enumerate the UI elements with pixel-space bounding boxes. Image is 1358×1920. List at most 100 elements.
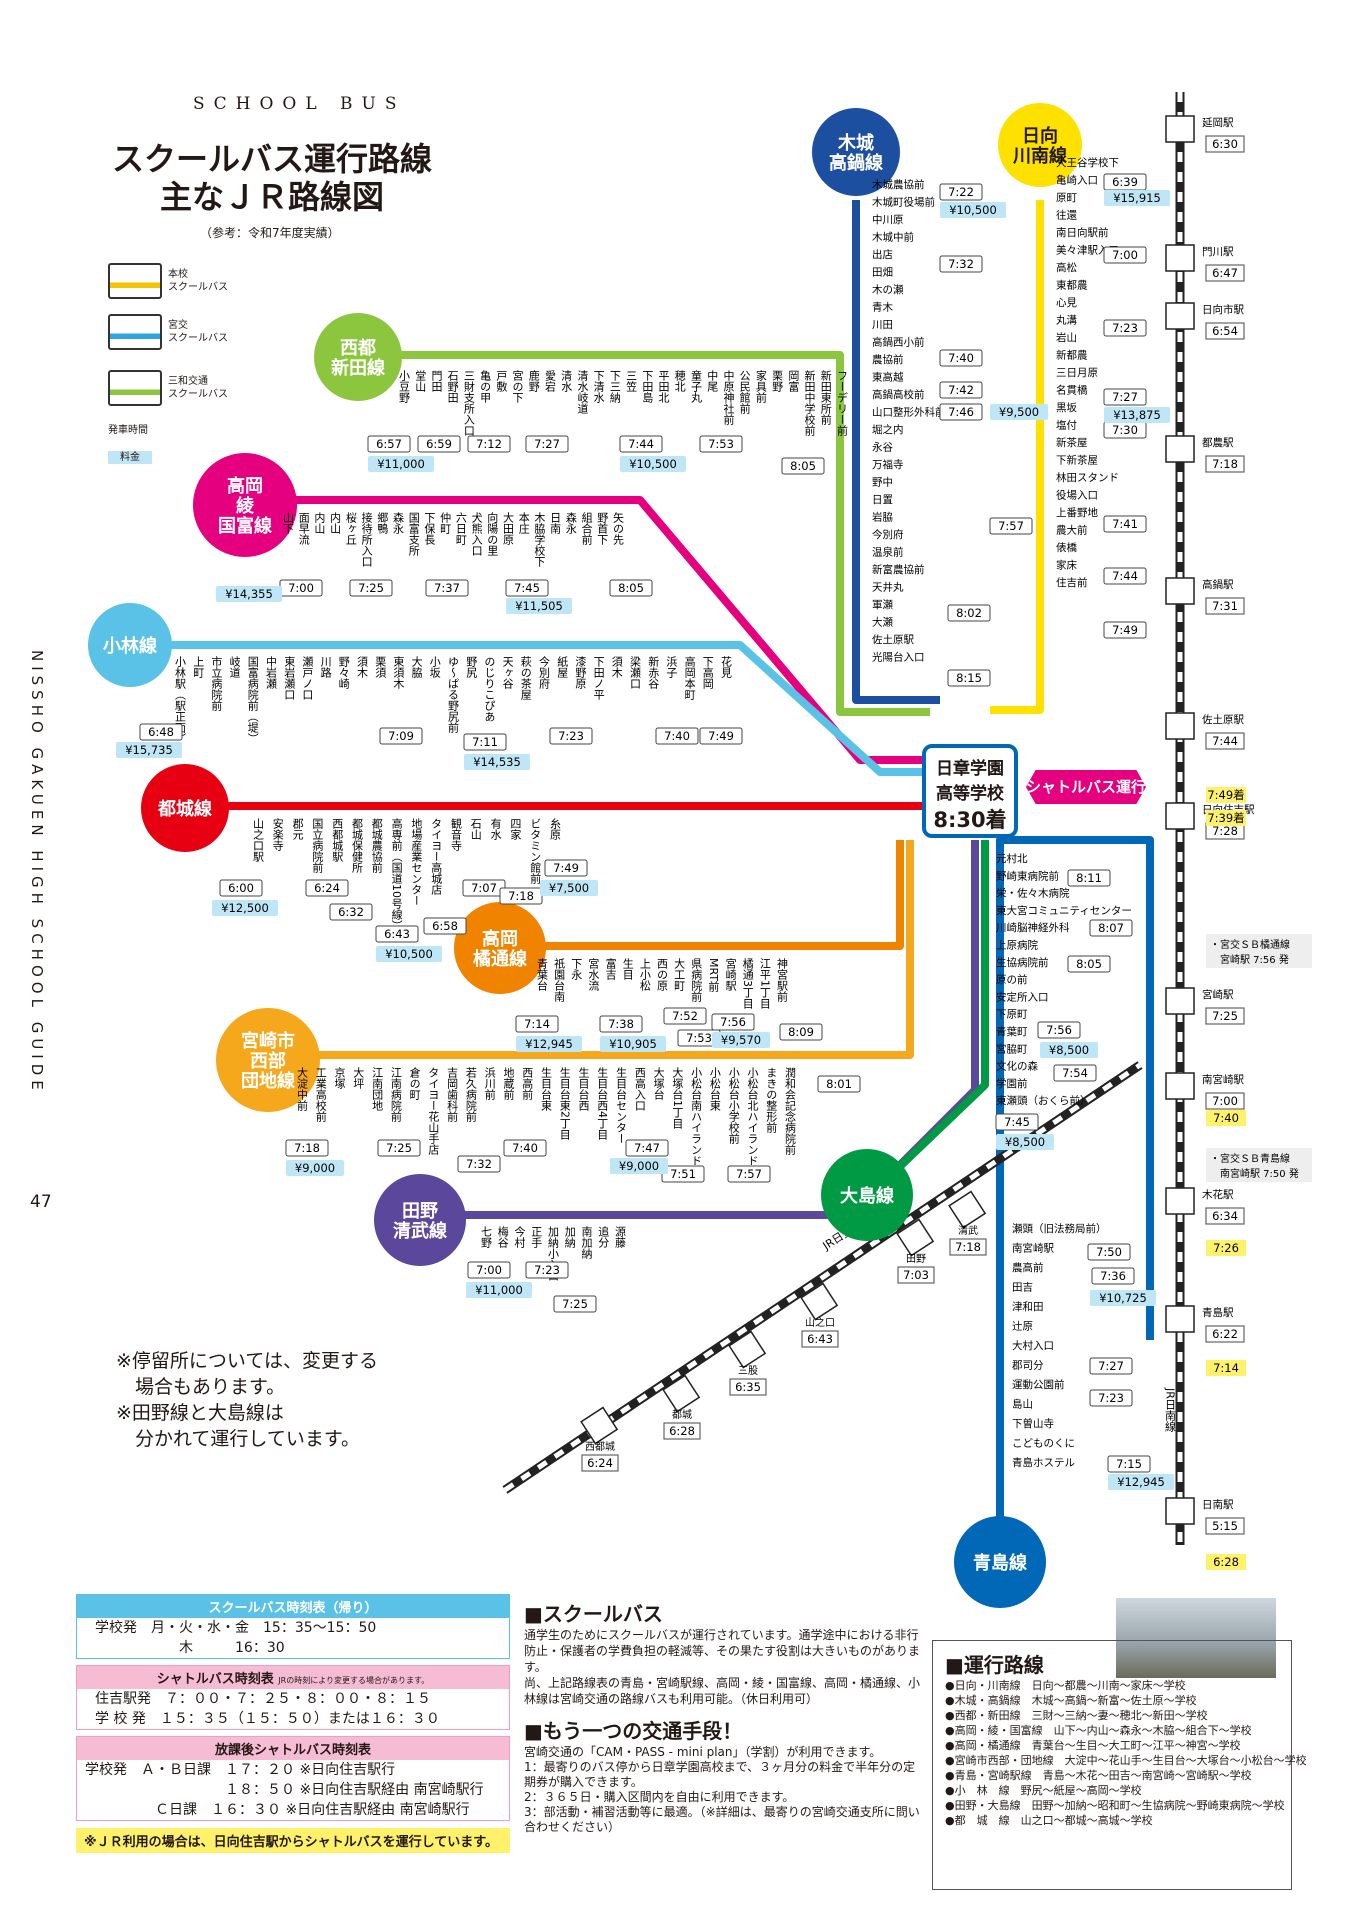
time-tag: 7:09	[379, 727, 423, 745]
time-tag: 7:18	[499, 887, 543, 905]
remark-2: ※田野線と大島線は 分かれて運行しています。	[116, 1402, 360, 1450]
fare-tag: ¥13,875	[1104, 407, 1170, 423]
stop-kobayashi: 紙屋	[556, 655, 569, 679]
jr-station-name: 日向市駅	[1202, 303, 1244, 316]
stop-seito: 清水岐道	[576, 370, 589, 414]
time-tag: 7:37	[425, 579, 469, 597]
jr-station: 田野7:03	[896, 1218, 935, 1284]
stop-seito: 鹿野	[527, 369, 540, 392]
time-tag-text: 7:30	[1112, 423, 1138, 437]
stop-takahashi: 県病院前	[690, 958, 703, 1003]
legend-departure: 発車時間	[108, 425, 148, 436]
stop-danchi: タイヨー花山手店	[427, 1067, 440, 1155]
stop-takaoka: 内山	[329, 511, 342, 534]
stop-seito: 栗野	[771, 370, 784, 392]
jr-time: 6:47	[1212, 266, 1238, 280]
stop-kijo: 木城農協前	[872, 178, 925, 191]
shuttle-time-text: 7:40	[1213, 1111, 1239, 1125]
stop-hyuga: 亀崎入口	[1056, 174, 1098, 187]
list-item: 3：部活動・補習活動等に最適。（※詳細は、最寄りの宮崎交通支所に問い合わせくださ…	[524, 1805, 920, 1834]
stop-kijo: 東高越	[872, 371, 904, 384]
time-tag-text: 6:32	[338, 905, 364, 919]
stop-seito: 下三納	[608, 370, 621, 404]
stop-takahashi: 上小松	[638, 958, 651, 991]
time-tag-text: 7:40	[948, 351, 974, 365]
fare-tag-text: ¥14,355	[225, 587, 273, 601]
stop-seito: 新田中学校前	[803, 369, 816, 437]
stop-kijo: 農協前	[872, 353, 904, 366]
page-number: 47	[30, 1192, 52, 1212]
timetable-row: 住吉駅発 ７：００・７：２５・８：００・８：１５	[95, 1691, 431, 1707]
title-line-1: スクールバス運行路線	[112, 140, 433, 178]
route-list-item: ●木城・高鍋線 木城～高鍋～新富～佐土原～学校	[945, 1694, 1197, 1707]
stop-danchi: 西高前	[521, 1067, 534, 1101]
section-heading: SCHOOL BUS	[193, 94, 406, 114]
stop-kijo: 出店	[872, 248, 893, 261]
stop-kobayashi: 下田ノ平	[592, 656, 605, 701]
stop-seito: 新田東所前	[819, 369, 832, 426]
stop-kobayashi: 上町	[192, 656, 205, 678]
stop-hyuga: 往還	[1056, 209, 1078, 222]
route-badge-label: 青島線	[973, 1552, 1027, 1574]
stop-takaoka: 郷鴨	[376, 511, 389, 535]
stop-danchi: 地蔵前	[502, 1067, 515, 1101]
route-line-danchi	[265, 840, 914, 1059]
other-title: ■もう一つの交通手段！	[524, 1719, 743, 1743]
stop-oshima: 文化の森	[996, 1060, 1038, 1073]
route-badge-label: 大島線	[840, 1185, 894, 1207]
stop-takahashi: 宮崎駅	[724, 957, 737, 992]
jr-time: 6:54	[1212, 324, 1238, 338]
stop-kobayashi: 市立病院前	[210, 655, 223, 712]
fare-tag: ¥15,915	[1104, 190, 1170, 206]
time-tag-text: 7:25	[562, 1297, 588, 1311]
time-tag: 7:32	[939, 255, 983, 273]
stop-kijo: 軍瀬	[872, 598, 893, 611]
fare-tag: ¥8,500	[996, 1134, 1054, 1150]
stop-danchi: 浜川前	[483, 1067, 496, 1101]
stop-takaoka: 仲町	[439, 511, 452, 534]
fare-tag: ¥9,000	[286, 1160, 344, 1176]
bus-icon	[108, 314, 162, 350]
stop-hyuga: 役場入口	[1056, 489, 1098, 502]
time-tag-text: 7:53	[686, 1031, 712, 1045]
time-tag: 7:46	[939, 403, 983, 421]
time-tag-text: 8:09	[788, 1025, 814, 1039]
stop-kobayashi: 岐道	[228, 656, 241, 678]
fare-tag: ¥10,500	[620, 456, 686, 472]
stop-kobayashi: 川路	[319, 656, 332, 679]
fare-tag: ¥12,945	[1108, 1474, 1174, 1490]
route-badge-oshima: 大島線	[821, 1149, 913, 1241]
shuttle-timetable-note: JRの時刻により変更する場合があります。	[278, 1676, 430, 1685]
fare-tag: ¥15,735	[116, 742, 182, 758]
jr-station-name: 山之口	[805, 1316, 835, 1329]
route-line-kijo	[852, 200, 940, 704]
miyako-note-line: ・宮交ＳＢ橘通線	[1210, 938, 1290, 951]
route-badge-label: 高鍋線	[829, 152, 883, 174]
stop-danchi: 小松台南ハイランド	[690, 1067, 703, 1166]
stop-danchi: 京塚	[333, 1066, 346, 1089]
stop-oshima: 栄・佐々木病院	[996, 887, 1070, 900]
timetable-row: 学校発 Ａ・Ｂ日課 １７：２０ ※日向住吉駅行	[85, 1762, 396, 1778]
stop-oshima: 下原町	[996, 1009, 1028, 1021]
fare-tag: ¥7,500	[540, 880, 598, 896]
stop-aoshima: 島山	[1012, 1398, 1033, 1411]
afterschool-timetable: 放課後シャトルバス時刻表学校発 Ａ・Ｂ日課 １７：２０ ※日向住吉駅行 １８：５…	[76, 1736, 510, 1821]
stop-miyakonojo: 有水	[489, 817, 502, 840]
stop-oshima: 安定所入口	[996, 990, 1049, 1003]
jr-line-name: JR日南線	[1164, 1387, 1177, 1432]
page-title: スクールバス運行路線主なＪＲ路線図	[112, 140, 432, 216]
stop-kobayashi: 萩の茶屋	[519, 656, 532, 701]
jr-time: 6:24	[587, 1456, 613, 1470]
stop-tano: 正手	[530, 1226, 543, 1249]
stop-miyakonojo: 都城農協前	[370, 818, 383, 874]
time-tag: 7:36	[1091, 1267, 1135, 1285]
shuttle-time-text: 7:26	[1213, 1241, 1239, 1255]
stop-miyakonojo: 高専前（国道10号線）	[390, 817, 403, 931]
stop-takaoka: 向陽の里	[486, 511, 499, 556]
stop-hyuga: 塩付	[1056, 419, 1077, 432]
